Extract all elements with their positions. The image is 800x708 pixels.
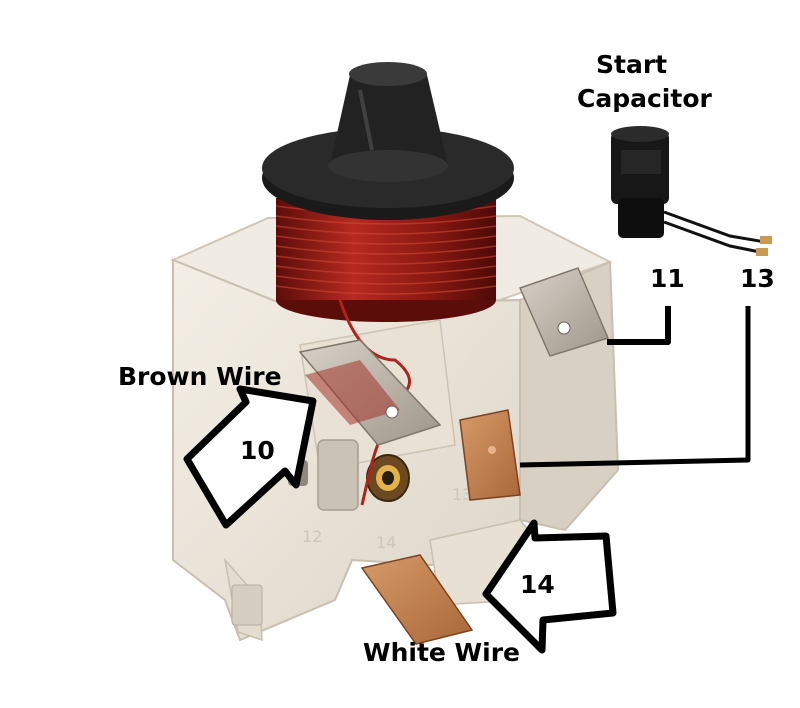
arrow-10 xyxy=(183,385,317,529)
stamp-13: 13 xyxy=(452,485,472,504)
title-capacitor: Capacitor xyxy=(577,84,712,113)
terminal-10-silver xyxy=(298,339,442,446)
label-terminal-10: 10 xyxy=(240,436,275,465)
label-terminal-11: 11 xyxy=(650,264,685,293)
plastic-cap xyxy=(262,62,514,220)
terminal-11-silver xyxy=(518,267,610,357)
terminal-14-copper xyxy=(360,554,474,645)
terminal-13-copper xyxy=(459,409,521,501)
label-terminal-13: 13 xyxy=(740,264,775,293)
stamp-14: 14 xyxy=(376,533,396,552)
label-terminal-14: 14 xyxy=(520,570,555,599)
title-start: Start xyxy=(596,50,668,79)
label-brown-wire: Brown Wire xyxy=(118,362,282,391)
arrow-14 xyxy=(482,519,617,654)
start-capacitor xyxy=(611,126,772,256)
stamp-12: 12 xyxy=(302,527,322,546)
wire-11 xyxy=(607,306,671,345)
wire-13 xyxy=(519,306,751,468)
label-white-wire: White Wire xyxy=(363,638,520,667)
